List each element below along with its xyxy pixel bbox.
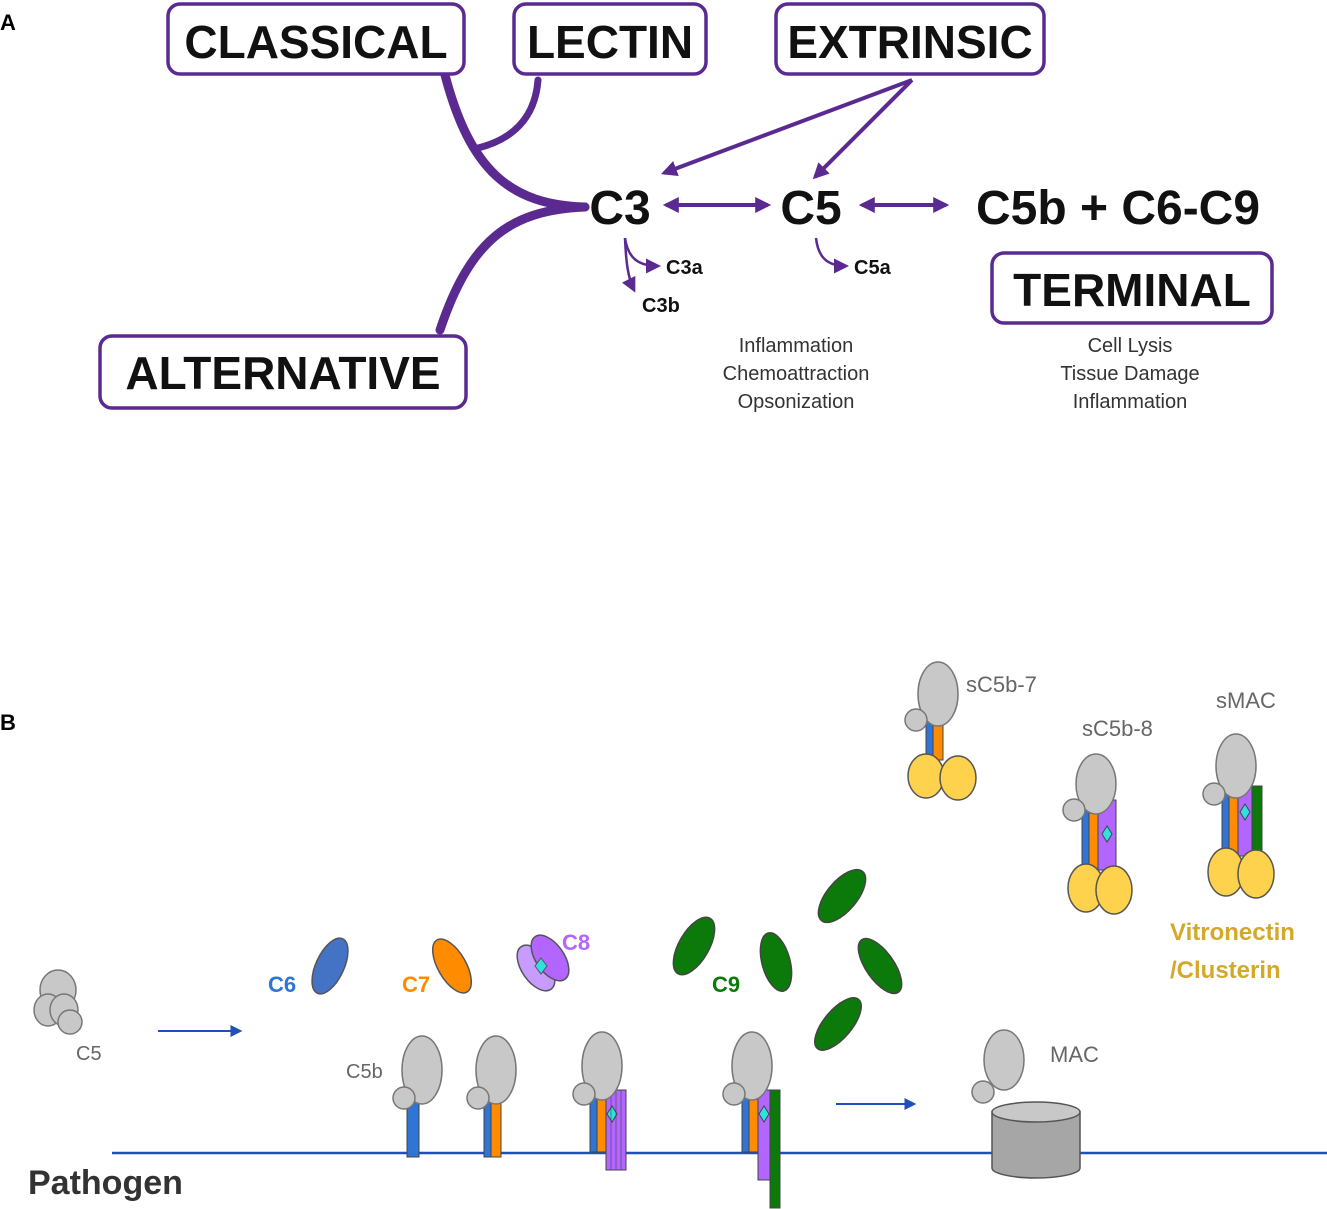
c9-molecule [817, 868, 867, 924]
c9-molecule [672, 916, 716, 976]
c5b-c6c9-node: C5b + C6-C9 [976, 182, 1260, 235]
c3a-label: C3a [666, 257, 704, 279]
c5a-label: C5a [854, 257, 892, 279]
c5-node: C5 [780, 182, 841, 235]
smac-label: sMAC [1216, 688, 1276, 713]
smac-complex [1202, 733, 1275, 899]
c5b-label: C5b [346, 1061, 383, 1083]
c7-label: C7 [402, 972, 430, 997]
pathogen-label: Pathogen [28, 1164, 183, 1202]
panel-b: B Pathogen C5 C6 C7 C8 [0, 661, 1327, 1209]
terminal-effects: Cell Lysis Tissue Damage Inflammation [1060, 335, 1199, 413]
c9-molecule [857, 937, 903, 995]
c5-label: C5 [76, 1043, 102, 1065]
c5b7-complex [466, 1035, 517, 1158]
c9-molecule [814, 997, 862, 1051]
effect-cell-lysis: Cell Lysis [1088, 335, 1173, 357]
c5b6-complex [392, 1035, 443, 1158]
panel-a: A CLASSICAL LECTIN EXTRINSIC ALTERNATIVE… [0, 2, 1274, 413]
effect-chemoattraction: Chemoattraction [723, 363, 870, 385]
c3b-label: C3b [642, 295, 680, 317]
box-classical: CLASSICAL [166, 2, 466, 76]
pathway-curves [435, 70, 590, 335]
c8-protein [516, 934, 570, 992]
box-alternative: ALTERNATIVE [98, 334, 468, 410]
extrinsic-label: EXTRINSIC [787, 16, 1032, 68]
c8-label: C8 [562, 930, 590, 955]
sc5b8-label: sC5b-8 [1082, 716, 1153, 741]
alternative-label: ALTERNATIVE [125, 347, 440, 399]
c9-molecule [759, 932, 793, 992]
cleavage-arrows [621, 237, 849, 293]
effect-inflammation: Inflammation [739, 335, 854, 357]
c5a-effects: Inflammation Chemoattraction Opsonizatio… [723, 335, 870, 413]
effect-opsonization: Opsonization [738, 391, 855, 413]
mac-label: MAC [1050, 1042, 1099, 1067]
c6-label: C6 [268, 972, 296, 997]
classical-label: CLASSICAL [184, 16, 447, 68]
c9-label: C9 [712, 972, 740, 997]
extrinsic-arrows [661, 78, 914, 180]
effect-inflammation-terminal: Inflammation [1073, 391, 1188, 413]
mac-pore [971, 1029, 1081, 1179]
c5b8-complex [572, 1031, 627, 1171]
c5-protein [33, 969, 83, 1035]
c7-protein [431, 938, 473, 994]
clusterin-label: /Clusterin [1170, 957, 1281, 984]
box-terminal: TERMINAL [990, 251, 1274, 325]
sc5b8-complex [1062, 753, 1133, 915]
panel-b-label: B [0, 710, 16, 735]
box-lectin: LECTIN [512, 2, 708, 76]
c9-proteins [672, 868, 903, 1051]
c3-node: C3 [589, 182, 650, 235]
effect-tissue-damage: Tissue Damage [1060, 363, 1199, 385]
sc5b7-complex [904, 661, 977, 801]
c6-protein [311, 937, 349, 995]
vitronectin-label: Vitronectin [1170, 919, 1295, 946]
sc5b7-label: sC5b-7 [966, 672, 1037, 697]
box-extrinsic: EXTRINSIC [774, 2, 1046, 76]
panel-a-label: A [0, 10, 16, 35]
terminal-label: TERMINAL [1013, 264, 1251, 316]
lectin-label: LECTIN [527, 16, 693, 68]
c5b9-complex [722, 1031, 781, 1209]
